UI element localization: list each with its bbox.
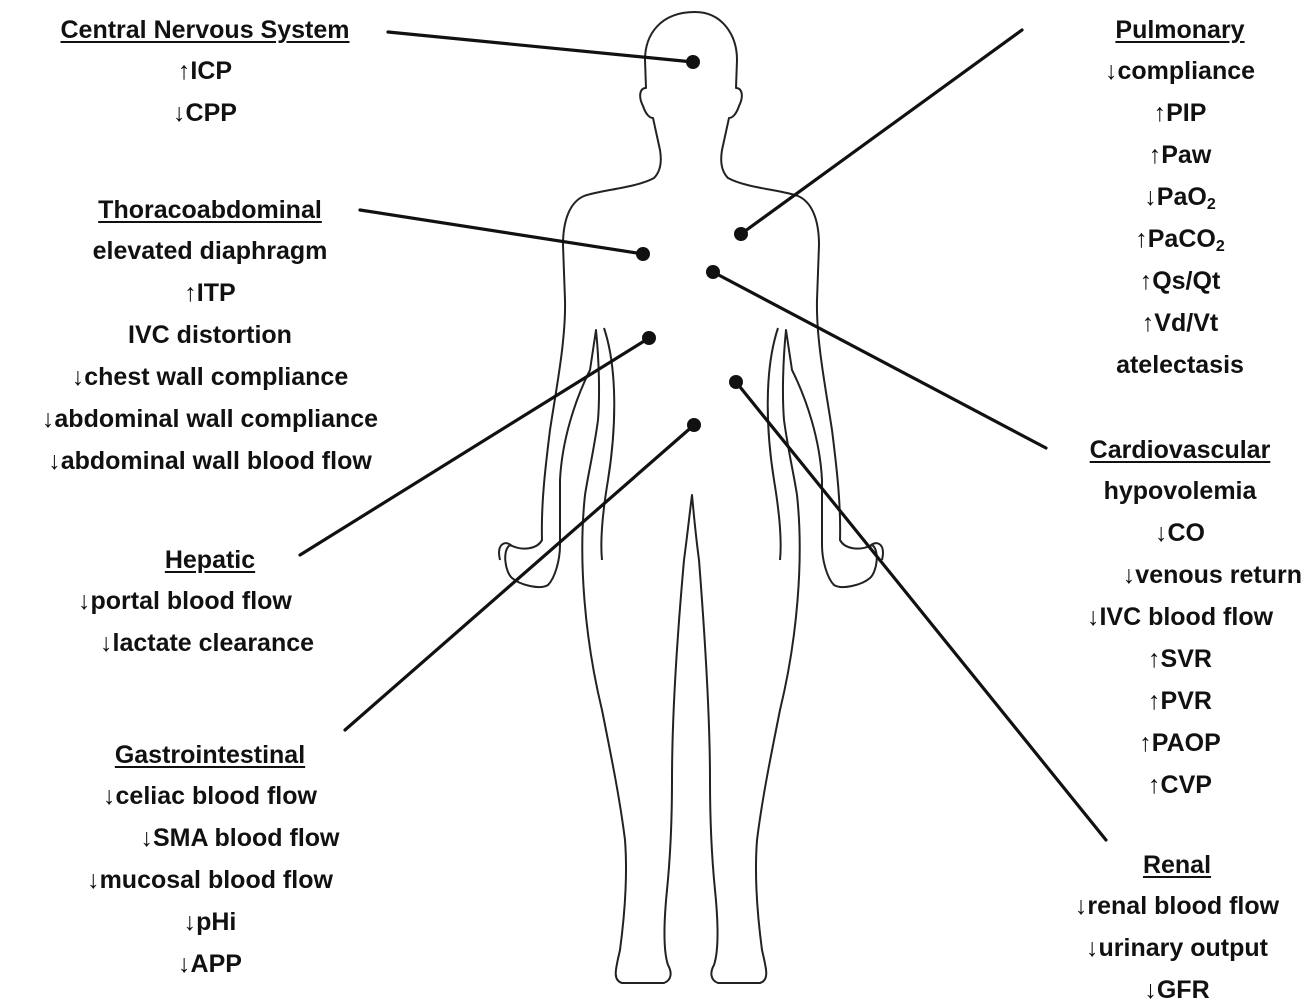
cardiovascular-item: ↑CVP [1058,764,1302,806]
cardiovascular-item: ↓IVC blood flow [1058,596,1302,638]
renal-leader-line [736,382,1106,840]
leader-lines [300,30,1106,840]
cardiovascular-item: ↓CO [1058,512,1302,554]
thoracoabdominal-heading: Thoracoabdominal [5,190,415,230]
cns-item: ↓CPP [35,92,375,134]
cardiovascular-item: hypovolemia [1058,470,1302,512]
pulmonary-item: ↓compliance [1080,50,1280,92]
gastrointestinal-group: Gastrointestinal ↓celiac blood flow ↓SMA… [50,735,370,985]
cns-group: Central Nervous System ↑ICP ↓CPP [35,10,375,134]
thoracoabdominal-item: ↓abdominal wall compliance [5,398,415,440]
right-inner-arm-line [768,328,781,560]
pulmonary-item: ↑PaCO2 [1080,218,1280,260]
pulmonary-item: ↓PaO2 [1080,176,1280,218]
body-outline [499,12,883,983]
kidney-marker-dot [729,375,743,389]
subscript-2: 2 [1216,238,1225,255]
renal-item: ↓GFR [1052,969,1302,1003]
gastrointestinal-item: ↓SMA blood flow [50,817,370,859]
body-silhouette [505,12,877,983]
hepatic-item: ↓lactate clearance [70,622,350,664]
pulmonary-heading: Pulmonary [1080,10,1280,50]
thoracoabdominal-item: IVC distortion [5,314,415,356]
pulmonary-item-text: ↓PaO [1144,183,1207,211]
hepatic-heading: Hepatic [70,540,350,580]
cardiovascular-item: ↑PVR [1058,680,1302,722]
cardiovascular-item: ↑SVR [1058,638,1302,680]
cardiovascular-leader-line [713,272,1046,448]
pulmonary-item: ↑PIP [1080,92,1280,134]
pulmonary-group: Pulmonary ↓compliance ↑PIP ↑Paw ↓PaO2 ↑P… [1080,10,1280,386]
gastrointestinal-item: ↓APP [50,943,370,985]
gastrointestinal-item: ↓celiac blood flow [50,775,370,817]
pulmonary-item: ↑Vd/Vt [1080,302,1280,344]
chest-marker-dot [636,247,650,261]
thoracoabdominal-item: ↑ITP [5,272,415,314]
renal-item: ↓urinary output [1052,927,1302,969]
thoracoabdominal-item: ↓abdominal wall blood flow [5,440,415,482]
cardiovascular-item: ↑PAOP [1058,722,1302,764]
pulmonary-item: atelectasis [1080,344,1280,386]
cardiovascular-item: ↓venous return [1058,554,1302,596]
thoracoabdominal-group: Thoracoabdominal elevated diaphragm ↑ITP… [5,190,415,482]
organ-markers [636,55,748,432]
liver-marker-dot [642,331,656,345]
lung-marker-dot [734,227,748,241]
cns-item: ↑ICP [35,50,375,92]
pulmonary-item: ↑Paw [1080,134,1280,176]
heart-marker-dot [706,265,720,279]
gastrointestinal-heading: Gastrointestinal [50,735,370,775]
gastrointestinal-item: ↓pHi [50,901,370,943]
thoracoabdominal-item: elevated diaphragm [5,230,415,272]
cardiovascular-group: Cardiovascular hypovolemia ↓CO ↓venous r… [1058,430,1302,806]
cardiovascular-heading: Cardiovascular [1058,430,1302,470]
pulmonary-leader-line [741,30,1022,234]
renal-group: Renal ↓renal blood flow ↓urinary output … [1052,845,1302,1003]
renal-heading: Renal [1052,845,1302,885]
pulmonary-item: ↑Qs/Qt [1080,260,1280,302]
thoracoabdominal-item: ↓chest wall compliance [5,356,415,398]
gastrointestinal-item: ↓mucosal blood flow [50,859,370,901]
hepatic-group: Hepatic ↓portal blood flow ↓lactate clea… [70,540,350,664]
subscript-2: 2 [1207,196,1216,213]
cns-heading: Central Nervous System [35,10,375,50]
hepatic-item: ↓portal blood flow [70,580,350,622]
brain-marker-dot [686,55,700,69]
gut-marker-dot [687,418,701,432]
pulmonary-item-text: ↑PaCO [1135,225,1216,253]
renal-item: ↓renal blood flow [1052,885,1302,927]
